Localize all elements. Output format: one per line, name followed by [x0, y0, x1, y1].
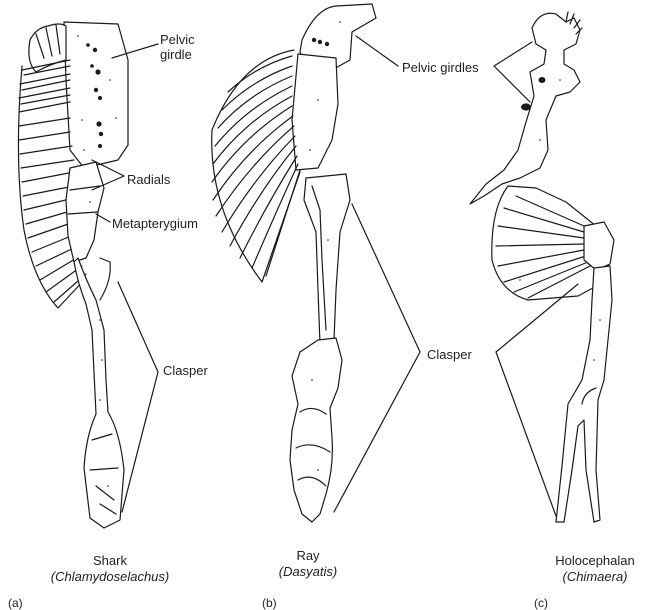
leader-metapterygium [95, 213, 111, 223]
ray-pelvic-fin [211, 3, 421, 523]
leader-pelvic-girdles-b [355, 35, 399, 67]
label-metapterygium: Metapterygium [112, 216, 198, 231]
shark-pelvic-girdle [63, 21, 129, 169]
shark-girdle-foramina [86, 43, 104, 148]
label-radials: Radials [127, 172, 171, 187]
panel-letter-b: (b) [262, 596, 277, 610]
label-clasper-bc: Clasper [427, 347, 472, 362]
holocephalan-pelvic-girdle [469, 12, 581, 205]
ray-radials [211, 55, 301, 277]
stipple-texture [77, 21, 601, 487]
leader-radials [91, 159, 125, 191]
shark-clasper [73, 257, 125, 529]
shark-pelvic-fin [17, 21, 159, 529]
panel-letter-c: (c) [534, 596, 548, 610]
leader-clasper-b [333, 203, 421, 513]
label-pelvic-girdle: Pelvic girdle [160, 32, 195, 62]
leader-clasper-a [117, 281, 159, 513]
holocephalan-radials [495, 195, 591, 299]
caption-holocephalan: Holocephalan (Chimaera) [555, 553, 635, 584]
shark-girdle-lobes [28, 23, 67, 73]
label-pelvic-girdles: Pelvic girdles [402, 60, 479, 75]
leader-pelvic-girdles-c [493, 41, 533, 103]
shark-metapterygium [65, 161, 105, 263]
label-clasper-a: Clasper [163, 363, 208, 378]
holocephalan-pelvic-fin [469, 11, 615, 523]
panel-letter-a: (a) [8, 596, 23, 610]
caption-shark: Shark (Chlamydoselachus) [50, 553, 170, 584]
leader-clasper-c [495, 283, 579, 517]
ray-clasper [289, 337, 343, 523]
caption-ray: Ray (Dasyatis) [278, 548, 338, 579]
holocephalan-clasper [555, 265, 613, 523]
leader-pelvic-girdle [111, 43, 159, 59]
